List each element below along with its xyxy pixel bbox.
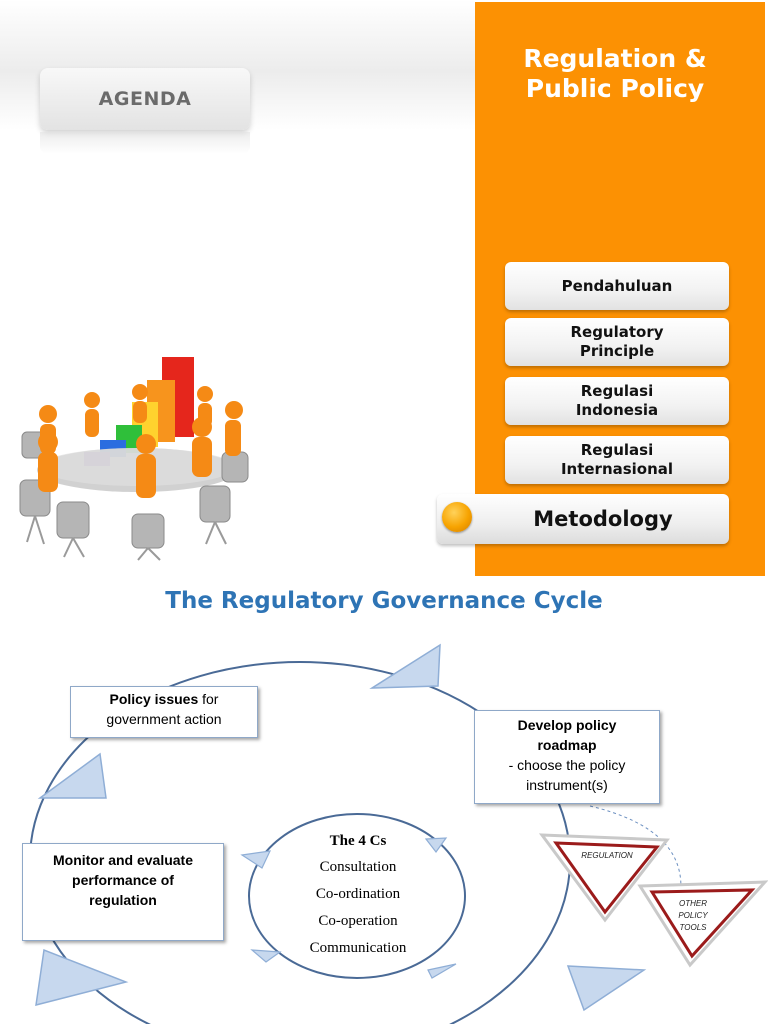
- active-bullet-icon: [442, 502, 472, 532]
- regulation-triangle: [553, 841, 661, 915]
- other-tools-triangle: [649, 888, 756, 959]
- arrow-icon: [35, 948, 129, 1007]
- box-policy-issues: Policy issues for government action: [70, 686, 258, 738]
- menu-item-label: Metodology: [533, 506, 673, 531]
- arrow-icon: [369, 643, 441, 689]
- dashed-connector: [589, 805, 682, 899]
- box-develop-roadmap: Develop policy roadmap - choose the poli…: [474, 710, 660, 804]
- panel-title-line2: Public Policy: [525, 74, 705, 103]
- agenda-label: AGENDA: [98, 88, 192, 110]
- box-monitor-evaluate: Monitor and evaluate performance of regu…: [22, 843, 224, 941]
- four-cs-title: The 4 Cs: [329, 833, 387, 849]
- arrow-icon: [424, 837, 448, 854]
- arrow-icon: [37, 752, 107, 799]
- four-cs-item: Consultation: [319, 859, 397, 875]
- menu-item-metodology[interactable]: Metodology: [437, 494, 729, 544]
- agenda-reflection: [40, 132, 250, 154]
- panel-title: Regulation & Public Policy: [475, 44, 755, 104]
- triangle-regulation-label: REGULATION: [581, 851, 633, 860]
- agenda-label-box: AGENDA: [40, 68, 250, 130]
- meeting-illustration: [19, 357, 249, 561]
- box-develop-line3: - choose the policy: [508, 757, 626, 773]
- four-cs-item: Co-ordination: [315, 886, 401, 902]
- menu-item-pendahuluan[interactable]: Pendahuluan: [505, 262, 729, 310]
- box-policy-bold: Policy issues: [109, 691, 199, 707]
- inner-cycle-ring: [248, 813, 466, 979]
- box-develop-line2: roadmap: [537, 737, 597, 753]
- box-monitor-line3: regulation: [89, 892, 157, 908]
- arrow-icon: [427, 963, 457, 979]
- cycle-diagram: [29, 643, 768, 1024]
- arrow-icon: [250, 949, 282, 963]
- arrow-icon: [566, 965, 647, 1012]
- box-develop-line1: Develop policy: [517, 717, 617, 733]
- cycle-title: The Regulatory Governance Cycle: [165, 588, 603, 614]
- arrow-icon: [240, 850, 272, 869]
- box-monitor-line2: performance of: [72, 872, 174, 888]
- menu-item-label: Pendahuluan: [561, 276, 673, 295]
- panel-title-line1: Regulation &: [523, 44, 707, 73]
- box-develop-line4: instrument(s): [526, 777, 608, 793]
- four-cs-item: Co-operation: [318, 913, 398, 929]
- box-policy-rest: for government action: [106, 691, 222, 727]
- box-monitor-line1: Monitor and evaluate: [52, 852, 194, 868]
- four-cs-item: Communication: [309, 940, 407, 956]
- agenda-slide: AGENDA: [0, 0, 765, 576]
